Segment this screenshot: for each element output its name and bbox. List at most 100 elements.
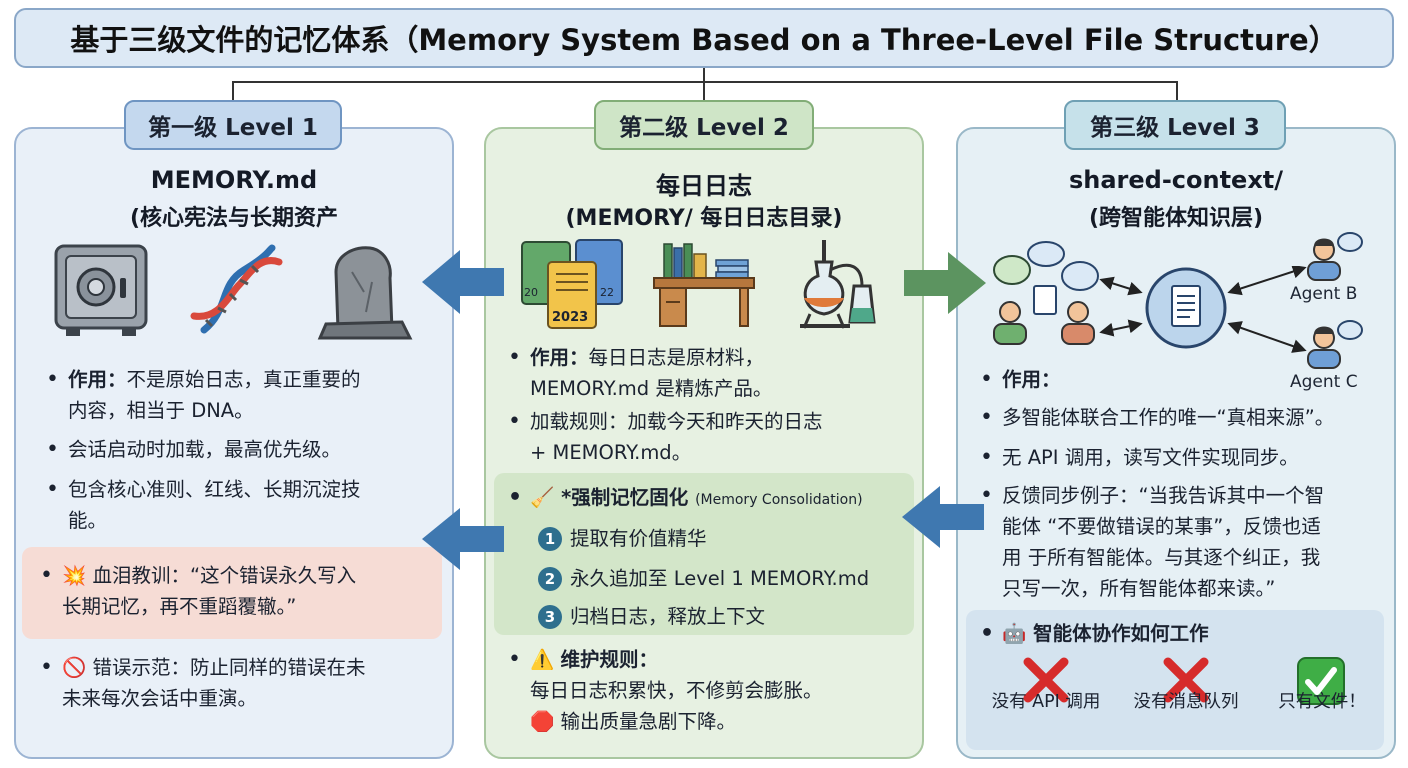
step-number: 3 [538,605,562,629]
level1-tag: 第一级 Level 1 [124,100,342,150]
step-text: 提取有价值精华 [570,527,707,550]
level1-role-text2: 内容，相当于 DNA。 [68,399,254,422]
lesson-text2: 长期记忆，再不重蹈覆辙。” [62,595,297,618]
agent-b-icon [1307,232,1363,281]
connector-stem [703,68,705,82]
arrow-level3-to-level2 [902,486,984,548]
bullet-dot: • [40,655,53,680]
level2-bullet-role: • 作用：每日日志是原材料， MEMORY.md 是精炼产品。 [508,342,773,404]
consolidation-en: (Memory Consolidation) [695,492,863,508]
level1-bullet-role: • 作用：不是原始日志，真正重要的 内容，相当于 DNA。 [46,364,361,426]
level3-tag: 第三级 Level 3 [1064,100,1286,150]
level3-truth-text: 多智能体联合工作的唯一“真相来源”。 [1002,406,1335,429]
feedback-text3: 用 于所有智能体。与其逐个纠正，我 [1002,546,1321,569]
level2-role-text2: MEMORY.md 是精炼产品。 [530,377,773,400]
diagram-title: 基于三级文件的记忆体系（Memory System Based on a Thr… [14,8,1394,68]
tool-label-files-only: 只有文件！ [1278,692,1366,712]
arrow-level2-to-level1 [422,250,504,314]
agent-b-label: Agent B [1290,284,1358,304]
documents-icon: 20 22 2023 [521,239,623,329]
collab-header: • 🤖 智能体协作如何工作 [980,618,1209,649]
cross-icon [1163,657,1209,703]
feedback-text1: 反馈同步例子：“当我告诉其中一个智 [1002,484,1325,507]
arrow-consolidation-to-level1 [422,508,504,570]
tool-label-no-api: 没有 API 调用 [991,692,1101,712]
step-number: 2 [538,567,562,591]
bullet-dot: • [508,485,523,510]
bullet-dot: • [980,405,993,430]
lab-flask-icon [800,240,876,329]
bullet-dot: • [508,409,521,434]
connector-horizontal [232,81,1178,83]
level1-contents-text2: 能。 [68,509,108,532]
level2-load-text2: + MEMORY.md。 [530,441,692,464]
level3-bullet-feedback: • 反馈同步例子：“当我告诉其中一个智 能体 “不要做错误的某事”，反馈也适 用… [980,480,1325,604]
bullet-dot: • [46,437,59,462]
bullet-dot: • [980,445,993,470]
level1-subtitle: (核心宪法与长期资产 [129,206,339,231]
connector-level2 [703,81,705,101]
explosion-icon: 💥 [62,564,87,587]
consolidation-box [494,473,914,635]
agent-team-icon [993,241,1099,345]
doc-label-right: 22 [600,286,614,299]
level1-load-text: 会话启动时加载，最高优先级。 [68,438,342,461]
maint-label: 维护规则： [560,648,658,671]
maint-text2: 输出质量急剧下降。 [560,710,736,733]
tool-label-no-queue: 没有消息队列 [1133,692,1239,712]
connector-level3 [1176,81,1178,101]
lesson-box [22,547,442,639]
level2-title: 每日日志 [656,172,752,200]
consolidation-step-1: 1 提取有价值精华 [538,522,707,551]
bullet-dot: • [980,621,995,646]
level3-bullet-sync: • 无 API 调用，读写文件实现同步。 [980,442,1299,473]
level1-bullet-lesson: • 💥 血泪教训：“这个错误永久写入 长期记忆，再不重蹈覆辙。” [40,560,356,622]
wrong-example-text: 错误示范：防止同样的错误在未 [92,656,366,679]
level2-subtitle: (MEMORY/ 每日日志目录) [565,206,843,231]
wrong-example-text2: 未来每次会话中重演。 [62,687,258,710]
level1-bullet-wrong: • 🚫 错误示范：防止同样的错误在未 未来每次会话中重演。 [40,652,366,714]
level2-bullet-maint: • ⚠️ 维护规则： 每日日志积累快，不修剪会膨胀。 🛑 输出质量急剧下降。 [508,644,823,737]
agent-c-label: Agent C [1290,372,1358,392]
level2-bullet-load: • 加载规则：加载今天和昨天的日志 + MEMORY.md。 [508,406,823,468]
level1-title: MEMORY.md [150,166,318,194]
level3-title: shared-context/ [1068,166,1284,194]
feedback-text4: 只写一次，所有智能体都来读。” [1002,577,1276,600]
level3-role-label: 作用： [1002,368,1061,391]
doc-label-front: 2023 [552,310,588,325]
feedback-text2: 能体 “不要做错误的某事”，反馈也适 [1002,515,1321,538]
level1-role-text: 不是原始日志，真正重要的 [126,368,361,391]
level3-bullet-truth: • 多智能体联合工作的唯一“真相来源”。 [980,402,1335,433]
level1-panel [14,127,454,759]
step-text: 归档日志，释放上下文 [570,605,766,628]
stone-tablet-icon [317,246,413,340]
bullet-dot: • [508,345,521,370]
level3-bullet-role: • 作用： [980,364,1061,395]
warning-icon: ⚠️ [530,648,555,671]
level2-role-text: 每日日志是原材料， [588,346,765,369]
stop-sign-icon: 🛑 [530,710,555,733]
bullet-dot: • [46,367,59,392]
doc-label-left: 20 [524,286,538,299]
broom-icon: 🧹 [530,486,555,509]
safe-icon [54,244,148,336]
desk-icon [653,243,755,327]
level3-subtitle: (跨智能体知识层) [1088,206,1264,231]
consolidation-step-3: 3 归档日志，释放上下文 [538,600,765,629]
level2-role-label: 作用： [530,346,589,369]
agent-c-icon [1307,320,1363,369]
consolidation-header: • 🧹 *强制记忆固化 (Memory Consolidation) [508,482,863,516]
robot-icon: 🤖 [1002,622,1027,645]
dna-icon [190,244,283,334]
bullet-dot: • [40,563,53,588]
collab-label: 智能体协作如何工作 [1033,622,1209,645]
level2-panel [484,127,924,759]
step-number: 1 [538,527,562,551]
consolidation-label: *强制记忆固化 [561,486,689,509]
check-icon [1297,657,1345,705]
level1-role-label: 作用： [68,368,127,391]
maint-text: 每日日志积累快，不修剪会膨胀。 [530,679,823,702]
bullet-dot: • [980,483,993,508]
cross-icon [1023,657,1069,703]
